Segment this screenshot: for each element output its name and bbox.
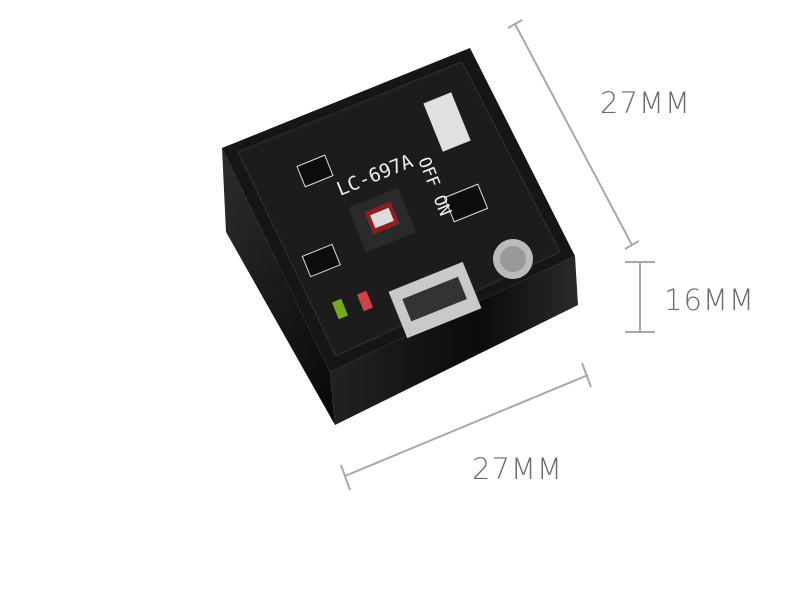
length-label: 27MM: [600, 86, 691, 120]
length-dimension-line: [514, 23, 633, 246]
width-dimension-line: [344, 374, 589, 477]
width-label: 27MM: [472, 452, 563, 486]
dimension-lines: [340, 19, 655, 491]
height-label: 16MM: [664, 283, 755, 317]
pcb-board: LC-697A OFF ON: [296, 92, 533, 339]
